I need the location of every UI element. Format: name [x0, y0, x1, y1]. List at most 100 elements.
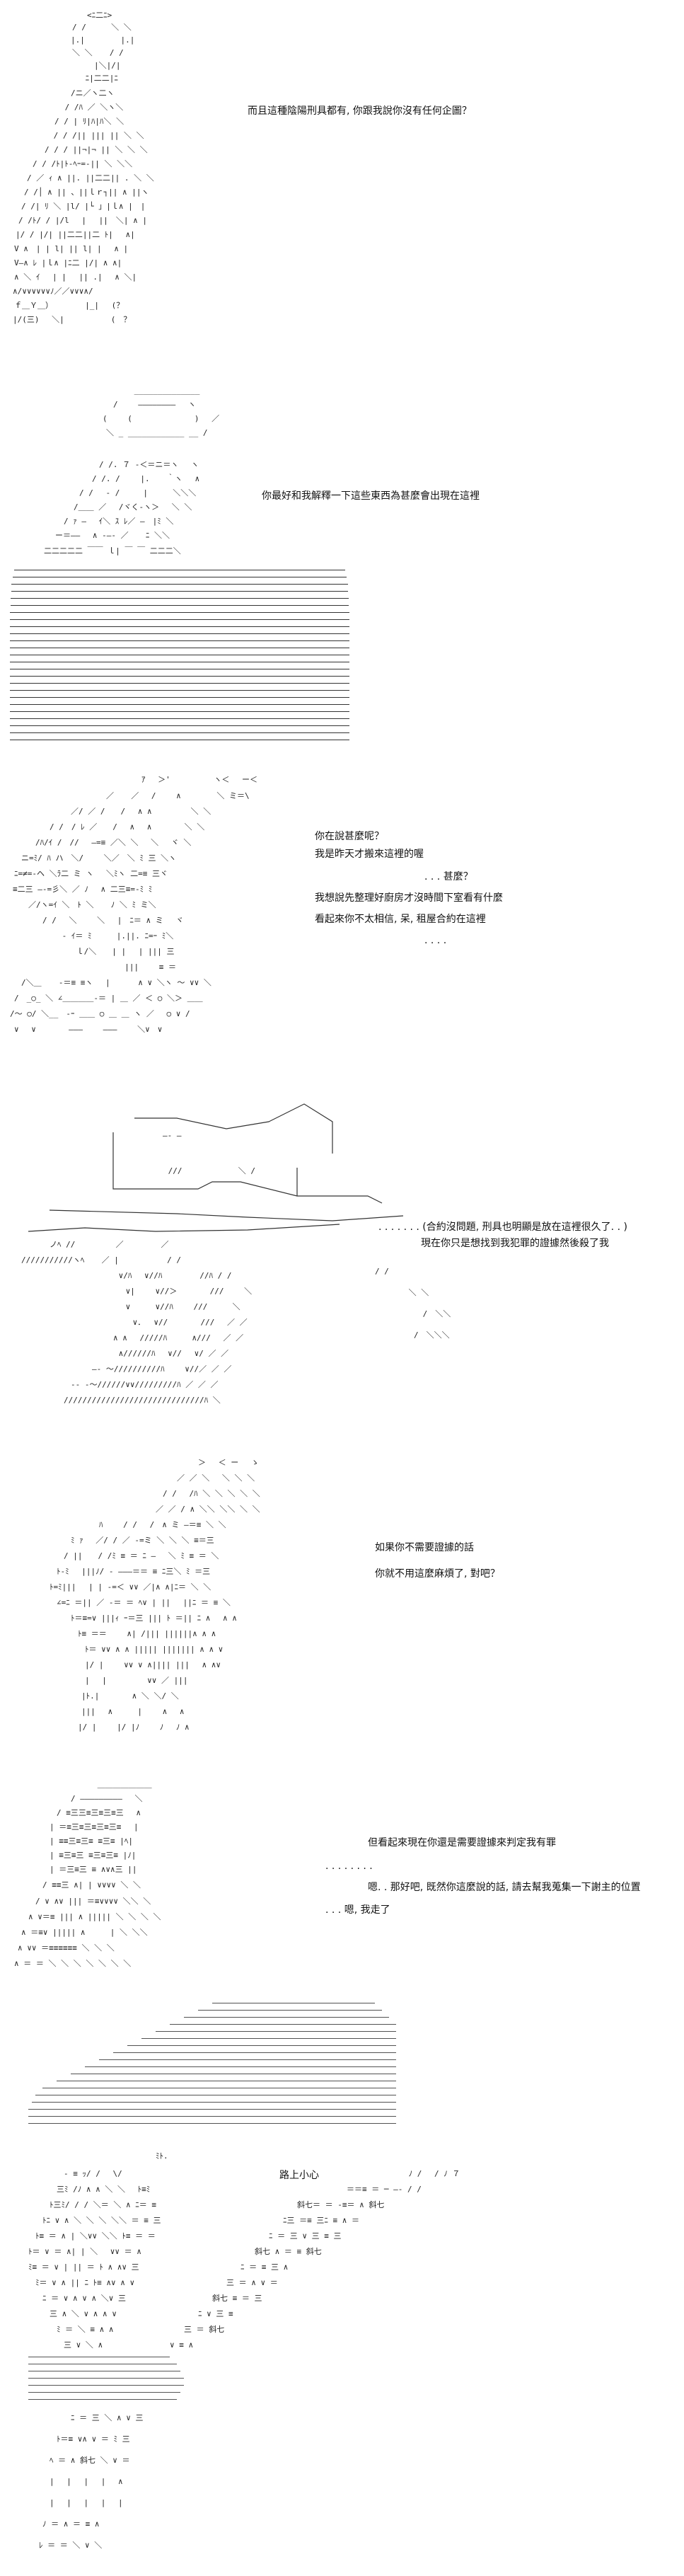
panel-5: ＞ ＜ ー ゝ ／ ／ ＼ ＼ ＼ ＼ / / /ﾊ ＼ ＼ ＼ ＼ ＼ ／ ／… — [0, 1444, 684, 1769]
svg-text:斜七＝ ＝ ‐≡＝ ∧ 斜七: 斜七＝ ＝ ‐≡＝ ∧ 斜七 — [297, 2200, 384, 2209]
svg-text:/ / /ﾊ ＼ ＼ ＼ ＼ ＼: / / /ﾊ ＼ ＼ ＼ ＼ ＼ — [163, 1489, 260, 1498]
svg-text:( ( ) ／: ( ( ) ／ — [103, 414, 219, 423]
panel-7: ﾐﾄ. ‐ ≡ ｯ/ / \/ 三ﾐ /ﾉ ∧ ∧ ＼ ＼ ﾄ≡ﾐ ﾄ三ﾐ/ /… — [0, 2137, 684, 2576]
svg-text:ﾄ＝≡=∨ |||ｨ ｰ＝三 ||| ﾄ ＝|| ﾆ ∧: ﾄ＝≡=∨ |||ｨ ｰ＝三 ||| ﾄ ＝|| ﾆ ∧ ∧ ∧ — [71, 1614, 237, 1623]
svg-text:‐ ≡ ｯ/ / \/: ‐ ≡ ｯ/ / \/ — [64, 2169, 122, 2178]
svg-text:斜七 ∧ ＝ ≡ 斜七: 斜七 ∧ ＝ ≡ 斜七 — [255, 2247, 322, 2256]
svg-text:ﾐ ＝ ＼ ≡ ∧ ∧: ﾐ ＝ ＼ ≡ ∧ ∧ — [57, 2325, 113, 2334]
ascii-art-figure: ＞ ＜ ー ゝ ／ ／ ＼ ＼ ＼ ＼ / / /ﾊ ＼ ＼ ＼ ＼ ＼ ／ ／… — [50, 1458, 260, 1732]
svg-text:| | | | |: | | | | | — [50, 2498, 123, 2507]
svg-text:/ / / ||¬|¬ || ＼ ＼ ＼: / / / ||¬|¬ || ＼ ＼ ＼ — [37, 145, 148, 154]
svg-text:///////////ヽﾍ ／ | / /: ///////////ヽﾍ ／ | / / — [21, 1255, 181, 1265]
ascii-art-figure: ﾐﾄ. ‐ ≡ ｯ/ / \/ 三ﾐ /ﾉ ∧ ∧ ＼ ＼ ﾄ≡ﾐ ﾄ三ﾐ/ /… — [28, 2151, 460, 2550]
svg-text:| ≡≡三≡三≡ ≡三≡ |ﾍ|: | ≡≡三≡三≡ ≡三≡ |ﾍ| — [50, 1836, 133, 1846]
svg-text:ﾐﾄ.: ﾐﾄ. — [156, 2151, 168, 2161]
svg-text:ﾆ|二二|ﾆ: ﾆ|二二|ﾆ — [65, 74, 118, 83]
svg-text:/ ＼＼＼: / ＼＼＼ — [414, 1330, 450, 1340]
svg-text:ﾆ三 ＝≡ 三ﾆ ≡ ∧ ＝: ﾆ三 ＝≡ 三ﾆ ≡ ∧ ＝ — [283, 2216, 359, 2225]
svg-text:ﾄﾆ ∨ ∧ ＼ ＼ ＼ ＼＼ ＝ ≡ 三: ﾄﾆ ∨ ∧ ＼ ＼ ＼ ＼＼ ＝ ≡ 三 — [42, 2216, 161, 2225]
svg-text:ﾐ≡ ＝ ∨ | || ＝ ﾄ ∧ ∧∨ 三: ﾐ≡ ＝ ∨ | || ＝ ﾄ ∧ ∧∨ 三 — [28, 2262, 139, 2272]
svg-text:‐ ｲ＝ ﾐ |.||. ﾆ=ｰ ﾐ＼: ‐ ｲ＝ ﾐ |.||. ﾆ=ｰ ﾐ＼ — [50, 931, 173, 941]
svg-text:/ ≡三三≡三≡三≡三 ∧: / ≡三三≡三≡三≡三 ∧ — [57, 1808, 141, 1817]
svg-text:|/ | ∨∨ ∨ ∧|||| ||| ∧ ∧∨: |/ | ∨∨ ∨ ∧|||| ||| ∧ ∧∨ — [85, 1660, 221, 1669]
svg-text:| ＝≡三≡三≡三≡三≡ |: | ＝≡三≡三≡三≡三≡ | — [50, 1822, 139, 1832]
svg-text:∧ ＝ ＝ ＼ ＼ ＼ ＼ ＼ ＼ ＼: ∧ ＝ ＝ ＼ ＼ ＼ ＼ ＼ ＼ ＼ — [14, 1959, 131, 1968]
svg-text:∧ ∨＝≡ ||| ∧ ||||| ＼ ＼ ＼ ＼: ∧ ∨＝≡ ||| ∧ ||||| ＼ ＼ ＼ ＼ — [28, 1912, 161, 1921]
svg-text:ﾄ=ﾐ||| | | ‐=＜ ∨∨ ／|∧ ∧|ﾆ＝ ＼: ﾄ=ﾐ||| | | ‐=＜ ∨∨ ／|∧ ∧|ﾆ＝ ＼ ＼ — [50, 1582, 211, 1592]
svg-text:ﾚ ＝ ＝ ＼ ∨ ＼: ﾚ ＝ ＝ ＼ ∨ ＼ — [39, 2541, 102, 2550]
svg-text:ﾐ ｧ ／/ / ／ ‐=ミ ＼ ＼ ＼ ≡＝三: ﾐ ｧ ／/ / ／ ‐=ミ ＼ ＼ ＼ ≡＝三 — [71, 1536, 214, 1545]
svg-text:/ /: / / — [375, 1267, 389, 1276]
svg-text:／ ／ / ∧ ＼＼ ＼＼ ＼ ＼: ／ ／ / ∧ ＼＼ ＼＼ ＼ ＼ — [156, 1505, 260, 1514]
svg-text:| | ∨∨ ／ |||: | | ∨∨ ／ ||| — [85, 1676, 187, 1685]
svg-text:∧ ＼ ｲ | | || .| ∧ ＼|: ∧ ＼ ｲ | | || .| ∧ ＼| — [14, 272, 137, 282]
svg-text:/ﾊ/ｲ / // ―=≡ ／＼ ＼ ＼ ヾ ＼: /ﾊ/ｲ / // ―=≡ ／＼ ＼ ＼ ヾ ＼ — [35, 838, 191, 847]
ascii-art-figure: <ﾆ二ﾆ> / / ＼ ＼ |.| |.| ＼ ＼ / / |＼|/| ﾆ|二二… — [13, 11, 154, 324]
svg-text:/ / /|| ||| || ＼ ＼: / / /|| ||| || ＼ ＼ — [41, 131, 144, 140]
svg-text:/ _○_ ＼ ∠＿＿＿＿‐＝ | ＿ ／ ＜ ○ ＼＞ ＿: / _○_ ＼ ∠＿＿＿＿‐＝ | ＿ ／ ＜ ○ ＼＞ ＿＿ — [14, 994, 203, 1003]
svg-text:/ ＼＼: / ＼＼ — [410, 1309, 451, 1318]
panel-2: ______________ / ―――――――― ヽ ( ( ) ／ ＼ _ … — [0, 368, 684, 764]
dialog-line: 你在說甚麼呢？ — [315, 831, 384, 842]
svg-text:∨/ﾊ ∨//ﾊ //ﾊ / /: ∨/ﾊ ∨//ﾊ //ﾊ / / — [106, 1271, 231, 1280]
svg-text:ノﾍ // ／ ／: ノﾍ // ／ ／ — [50, 1240, 168, 1249]
svg-text:ﾊ / / / ∧ ミ ―＝≡ ＼ ＼: ﾊ / / / ∧ ミ ―＝≡ ＼ ＼ — [99, 1520, 226, 1529]
svg-text:/ || / /ﾐ ≡ ＝ ﾆ ― ＼ ﾐ ≡ ＝ ＼: / || / /ﾐ ≡ ＝ ﾆ ― ＼ ﾐ ≡ ＝ ＼ — [64, 1551, 219, 1560]
svg-text:/ニ／ヽ二ヽ: /ニ／ヽ二ヽ — [55, 88, 115, 98]
svg-text:-‐ ‐～//////∨∨/////////ﾊ ／ ／ ／: -‐ ‐～//////∨∨/////////ﾊ ／ ／ ／ — [71, 1380, 218, 1389]
svg-text:∧//////ﾊ ∨// ∨/ ／ ／: ∧//////ﾊ ∨// ∨/ ／ ／ — [106, 1349, 228, 1358]
svg-text:/ ｧ ― ｲ＼ ｽ ﾚ／ ― |ﾐ ＼: / ｧ ― ｲ＼ ｽ ﾚ／ ― |ﾐ ＼ — [64, 517, 173, 526]
svg-text:ﾍ ＝ ∧ 斜七 ＼ ∨ ＝: ﾍ ＝ ∧ 斜七 ＼ ∨ ＝ — [50, 2456, 129, 2465]
svg-text:三 ＝ 斜七: 三 ＝ 斜七 — [184, 2325, 224, 2334]
svg-text:/ /. / |. ｀ヽ ∧: / /. / |. ｀ヽ ∧ — [92, 473, 199, 483]
svg-text:ﾄ≡ ＝ ∧ | ＼∨∨ ＼＼ ﾄ≡ ＝ ＝: ﾄ≡ ＝ ∧ | ＼∨∨ ＼＼ ﾄ≡ ＝ ＝ — [35, 2231, 156, 2241]
svg-text:V ∧ | | l| || l| | ∧ |: V ∧ | | l| || l| | ∧ | — [14, 244, 128, 253]
svg-text:/ /ﾄ/ / |/l | || ＼| ∧ |: / /ﾄ/ / |/l | || ＼| ∧ | — [18, 216, 147, 225]
dialog-line: 你最好和我解釋一下這些東西為甚麼會出現在這裡 — [262, 490, 480, 502]
svg-text:三 ∨ ＼ ∧: 三 ∨ ＼ ∧ — [64, 2340, 103, 2350]
svg-text:三ﾐ /ﾉ ∧ ∧ ＼ ＼ ﾄ≡ﾐ: 三ﾐ /ﾉ ∧ ∧ ＼ ＼ ﾄ≡ﾐ — [57, 2185, 150, 2194]
dialog-line: 而且這種陰陽刑具都有, 你跟我說你沒有任何企圖？ — [248, 105, 472, 117]
svg-text:ﾆ ＝ ∨ ∧ ∨ ∧ ＼∨ 三: ﾆ ＝ ∨ ∧ ∨ ∧ ＼∨ 三 — [42, 2294, 126, 2303]
svg-text:|/(三) ＼| ( ？: |/(三) ＼| ( ？ — [13, 315, 131, 324]
panel-1: <ﾆ二ﾆ> / / ＼ ＼ |.| |.| ＼ ＼ / / |＼|/| ﾆ|二二… — [0, 0, 684, 368]
svg-text:／ ／ ＼ ＼ ＼ ＼: ／ ／ ＼ ＼ ＼ ＼ — [177, 1473, 255, 1483]
panel-3: ｱ ＞' ヽ＜ ー＜ ／ ／ / ∧ ＼ ミ＝\ ／/ ／ / / ∧ ∧ ＼ … — [0, 764, 684, 1090]
svg-text:| | | | ∧: | | | | ∧ — [50, 2477, 123, 2486]
svg-text:/ / ＼ ＼: / / ＼ ＼ — [57, 23, 132, 32]
svg-text:/＼＿ ‐＝≡ ≡ヽ | ∧ ∨ ＼ヽ ～ ∨∨: /＼＿ ‐＝≡ ≡ヽ | ∧ ∨ ＼ヽ ～ ∨∨ ＼ — [21, 978, 211, 987]
svg-text:ﾄ＝≡ ∨∧ ∨ ＝ ﾐ 三: ﾄ＝≡ ∨∧ ∨ ＝ ﾐ 三 — [57, 2434, 130, 2444]
svg-text:ｆ＿Ｙ＿） |_| (？: ｆ＿Ｙ＿） |_| (？ — [14, 301, 124, 310]
svg-text:/ ―――――――― ヽ: / ―――――――― ヽ — [113, 400, 196, 409]
svg-text:/ / ‐ / | ＼＼＼: / / ‐ / | ＼＼＼ — [79, 488, 196, 498]
svg-text:ﾄ三ﾐ/ / / ＼＝ ＼ ∧ ﾆ＝ ≡: ﾄ三ﾐ/ / / ＼＝ ＼ ∧ ﾆ＝ ≡ — [50, 2200, 156, 2209]
svg-text:ﾄ≡ ＝＝ ∧| /||| ||||||∧ ∧ ∧: ﾄ≡ ＝＝ ∧| /||| ||||||∧ ∧ ∧ — [78, 1629, 216, 1638]
svg-text:三 ∧ ＼ ∨ ∧ ∧ ∨: 三 ∧ ＼ ∨ ∧ ∧ ∨ — [50, 2309, 117, 2318]
svg-text:ﾆ ∨ 三 ≡: ﾆ ∨ 三 ≡ — [198, 2309, 233, 2318]
svg-text:| ≡三≡三 ≡三≡三≡ |ﾉ|: | ≡三≡三 ≡三≡三≡ |ﾉ| — [50, 1851, 136, 1860]
svg-text:三 ＝ ∧ ∨ ＝: 三 ＝ ∧ ∨ ＝ — [226, 2278, 278, 2287]
svg-text:V―∧ ﾚ |ｌ∧ |ﾆ二 |/| ∧ ∧|: V―∧ ﾚ |ｌ∧ |ﾆ二 |/| ∧ ∧| — [14, 258, 122, 268]
svg-text:ﾄ‐ﾐ |||ﾉ/ ‐ ―――＝＝ ≡ ﾆ三＼ ﾐ ＝三: ﾄ‐ﾐ |||ﾉ/ ‐ ―――＝＝ ≡ ﾆ三＼ ﾐ ＝三 — [57, 1567, 210, 1576]
dialog-line: . . . 嗯, 我走了 — [325, 1904, 390, 1916]
svg-text:/ ≡≡三 ∧| | ∨∨∨∨ ＼ ＼: / ≡≡三 ∧| | ∨∨∨∨ ＼ ＼ — [42, 1880, 141, 1890]
svg-text:≡二三 ―‐=彡＼ ／ ﾉ ∧ 二三≡=‐ﾐ ﾐ: ≡二三 ―‐=彡＼ ／ ﾉ ∧ 二三≡=‐ﾐ ﾐ — [13, 885, 152, 894]
svg-text:∧ ＝≡∨ ||||| ∧ | ＼ ＼＼: ∧ ＝≡∨ ||||| ∧ | ＼ ＼＼ — [21, 1928, 148, 1937]
svg-text:|＼|/|: |＼|/| — [71, 61, 121, 70]
svg-text:ﾉ ＝ ∧ ＝ ≡ ∧: ﾉ ＝ ∧ ＝ ≡ ∧ — [42, 2519, 99, 2529]
svg-text:|/ | |/ |ﾉ ﾉ ﾉ ∧: |/ | |/ |ﾉ ﾉ ﾉ ∧ — [78, 1723, 190, 1732]
svg-text:斜七 ≡ ＝ 三: 斜七 ≡ ＝ 三 — [212, 2294, 262, 2303]
svg-text:∨| ∨//＞ /// ＼: ∨| ∨//＞ /// ＼ — [113, 1287, 252, 1296]
svg-text:ﾆ ＝ 三 ＼ ∧ ∨ 三: ﾆ ＝ 三 ＼ ∧ ∨ 三 — [71, 2413, 143, 2422]
svg-text:＼ _ ____________ __ /: ＼ _ ____________ __ / — [106, 428, 207, 437]
svg-text:/ / / ﾚ ／ / ∧ ∧ ＼ ＼: / / / ﾚ ／ / ∧ ∧ ＼ ＼ — [50, 822, 204, 832]
svg-text:||| ∧ | ∧ ∧: ||| ∧ | ∧ ∧ — [81, 1707, 184, 1716]
svg-text:/ ／ ｨ ∧ ||. ||二二|| . ＼ ＼: / ／ ｨ ∧ ||. ||二二|| . ＼ ＼ — [27, 173, 154, 183]
dialog-line: . . . . — [424, 935, 447, 946]
dialog-line: 我想說先整理好廚房才沒時間下室看有什麼 — [315, 892, 503, 904]
dialog-line: 看起來你不太相信, 呆, 租屋合約在這裡 — [315, 914, 486, 925]
svg-text:∨． ∨// /// ／ ／: ∨． ∨// /// ／ ／ — [120, 1318, 248, 1327]
svg-text:<ﾆ二ﾆ>: <ﾆ二ﾆ> — [64, 11, 112, 20]
svg-text:＝＝≡ ＝ ─ ―‐ / /: ＝＝≡ ＝ ─ ―‐ / / — [347, 2185, 422, 2194]
svg-text:＼ ＼ / /: ＼ ＼ / / — [57, 48, 124, 57]
